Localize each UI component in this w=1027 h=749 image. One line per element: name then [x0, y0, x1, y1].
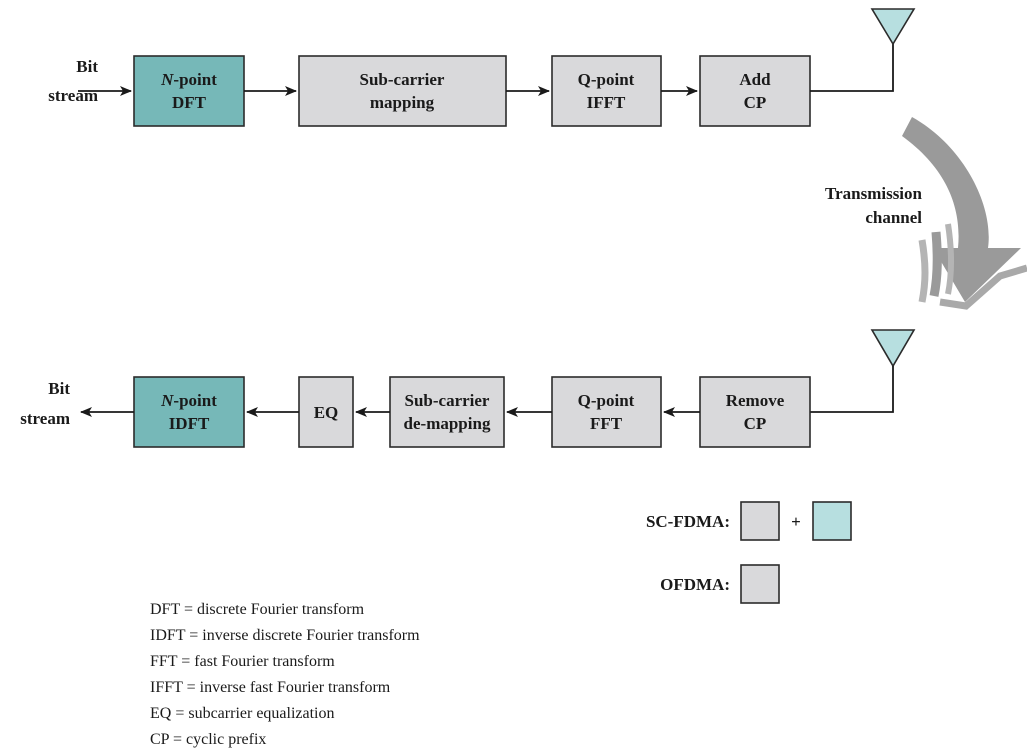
q-point-ifft-block: Q-point IFFT	[551, 55, 662, 127]
dft-n-label: N	[160, 70, 174, 89]
rx-bit-label: Bit	[48, 379, 70, 398]
rx-output-label: Bit stream	[20, 379, 70, 428]
rx-stream-label: stream	[20, 409, 70, 428]
dft-label: DFT	[172, 93, 207, 112]
q-point-ifft-box	[551, 55, 662, 127]
remove-cp-block: Remove CP	[699, 376, 811, 448]
abbrev-idft: IDFT = inverse discrete Fourier transfor…	[150, 627, 420, 644]
ifft-label-2: IFFT	[587, 93, 626, 112]
tx-input-label: Bit stream	[48, 57, 98, 105]
subcarrier-mapping-block: Sub-carrier mapping	[298, 55, 507, 127]
rx-antenna-feed	[810, 366, 894, 413]
subcarrier-mapping-label-2: mapping	[370, 93, 435, 112]
svg-text:N-point: N-point	[160, 70, 217, 89]
add-cp-box	[699, 55, 811, 127]
q-point-fft-box	[551, 376, 662, 448]
eq-label: EQ	[314, 403, 339, 422]
legend-scfdma-gray-swatch	[740, 501, 780, 541]
tx-stream-label: stream	[48, 86, 98, 105]
tx-antenna-icon	[870, 8, 916, 46]
idft-point-label: -point	[173, 391, 217, 410]
abbrev-dft: DFT = discrete Fourier transform	[150, 601, 365, 618]
idft-n-label: N	[160, 391, 174, 410]
remove-cp-label-1: Remove	[726, 391, 785, 410]
legend-ofdma-label: OFDMA:	[660, 575, 730, 594]
svg-text:N-point: N-point	[160, 391, 217, 410]
abbrev-eq: EQ = subcarrier equalization	[150, 705, 335, 722]
abbrev-fft: FFT = fast Fourier transform	[150, 653, 335, 670]
channel-arrow-icon	[902, 117, 1027, 310]
add-cp-label-1: Add	[739, 70, 771, 89]
n-point-idft-block: N-point IDFT	[133, 376, 245, 448]
fft-label-2: FFT	[590, 414, 623, 433]
abbrev-ifft: IFFT = inverse fast Fourier transform	[150, 679, 391, 696]
subcarrier-mapping-box	[298, 55, 507, 127]
fft-label-1: Q-point	[578, 391, 635, 410]
abbreviation-list: DFT = discrete Fourier transform IDFT = …	[150, 601, 420, 748]
subcarrier-mapping-label-1: Sub-carrier	[360, 70, 445, 89]
add-cp-label-2: CP	[744, 93, 767, 112]
ifft-label-1: Q-point	[578, 70, 635, 89]
tx-bit-label: Bit	[76, 57, 98, 76]
n-point-idft-box	[133, 376, 245, 448]
n-point-dft-block: N-point DFT	[133, 55, 245, 127]
legend-plus: +	[791, 512, 801, 531]
subcarrier-demapping-block: Sub-carrier de-mapping	[389, 376, 505, 448]
q-point-fft-block: Q-point FFT	[551, 376, 662, 448]
remove-cp-label-2: CP	[744, 414, 767, 433]
demapping-label-2: de-mapping	[404, 414, 491, 433]
eq-block: EQ	[298, 376, 354, 448]
rx-antenna-icon	[870, 329, 916, 368]
idft-label: IDFT	[169, 414, 210, 433]
n-point-dft-box	[133, 55, 245, 127]
legend-ofdma-gray-swatch	[740, 564, 780, 604]
dft-point-label: -point	[173, 70, 217, 89]
abbrev-cp: CP = cyclic prefix	[150, 731, 266, 748]
channel-label-2: channel	[865, 208, 922, 227]
eq-box	[298, 376, 354, 448]
add-cp-block: Add CP	[699, 55, 811, 127]
legend-scfdma-teal-swatch	[812, 501, 852, 541]
legend: SC-FDMA: + OFDMA:	[646, 501, 852, 604]
subcarrier-demapping-box	[389, 376, 505, 448]
demapping-label-1: Sub-carrier	[405, 391, 490, 410]
tx-antenna-feed	[810, 44, 894, 92]
legend-scfdma-label: SC-FDMA:	[646, 512, 730, 531]
channel-label-1: Transmission	[825, 184, 923, 203]
remove-cp-box	[699, 376, 811, 448]
